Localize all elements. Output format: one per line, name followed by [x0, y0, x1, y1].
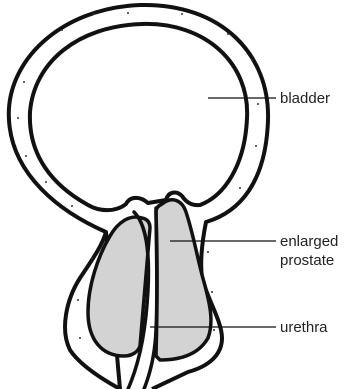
stipple-dot — [45, 181, 47, 183]
urethra-label: urethra — [280, 318, 328, 337]
stipple-dot — [255, 145, 257, 147]
stipple-dot — [79, 337, 81, 339]
stipple-dot — [251, 59, 253, 61]
stipple-dot — [61, 29, 63, 31]
stipple-dot — [71, 205, 73, 207]
stipple-dot — [23, 81, 25, 83]
enlarged-prostate-label-line1: enlarged — [280, 232, 338, 251]
stipple-dot — [181, 13, 183, 15]
stipple-dot — [211, 291, 213, 293]
stipple-dot — [17, 117, 19, 119]
prostate-left-lobe — [88, 217, 150, 356]
stipple-dot — [257, 103, 259, 105]
bladder-label: bladder — [280, 89, 330, 108]
enlarged-prostate-label: enlarged prostate — [280, 232, 338, 270]
enlarged-prostate-label-line2: prostate — [280, 251, 338, 270]
stipple-dot — [227, 33, 229, 35]
stipple-dot — [127, 12, 129, 14]
stipple-dot — [25, 155, 27, 157]
stipple-dot — [207, 251, 209, 253]
stipple-dot — [91, 257, 93, 259]
stipple-dot — [93, 13, 95, 15]
stipple-dot — [239, 187, 241, 189]
stipple-dot — [213, 329, 215, 331]
bladder-inner-wall — [30, 24, 247, 210]
stipple-dot — [77, 299, 79, 301]
